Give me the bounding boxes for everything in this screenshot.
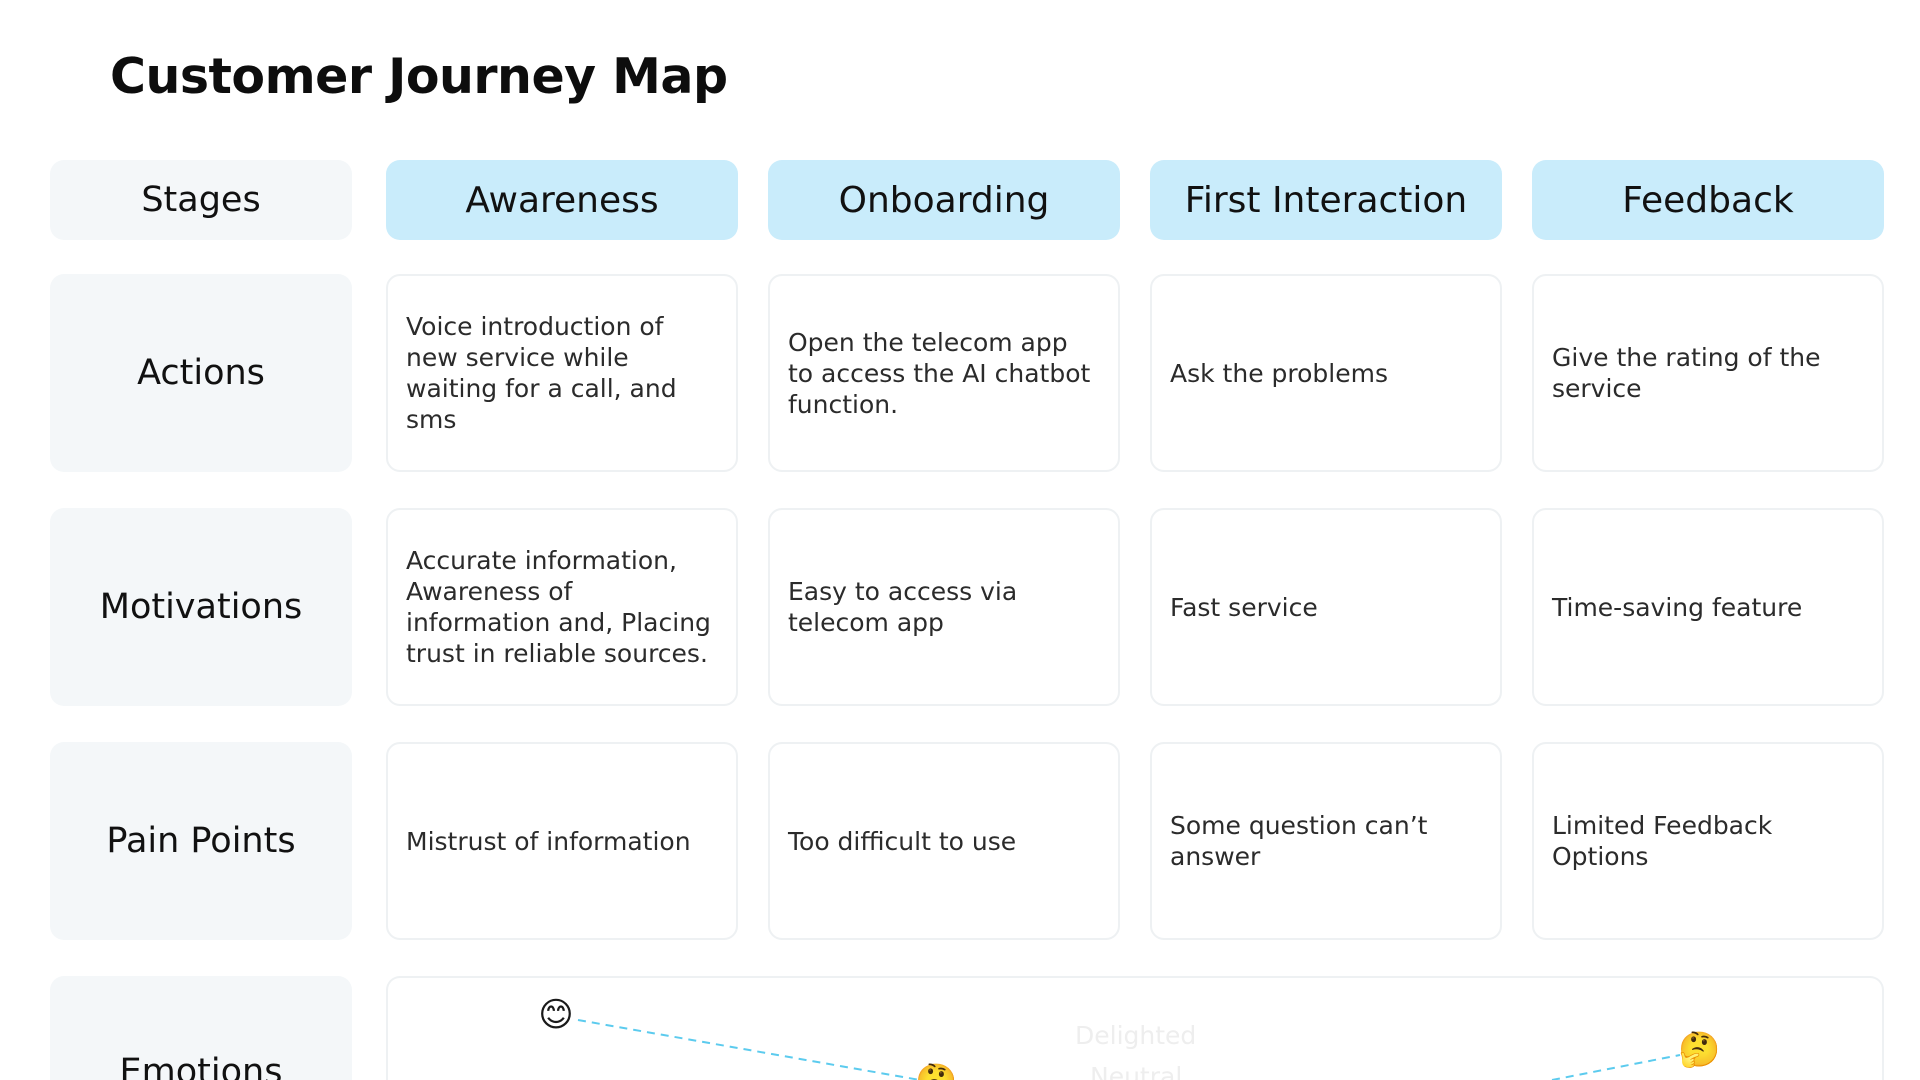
emotions-chart-area	[386, 976, 1884, 1080]
stage-header-feedback: Feedback	[1532, 160, 1884, 240]
motivations-cell-awareness: Accurate information, Awareness of infor…	[386, 508, 738, 706]
stage-header-first-interaction: First Interaction	[1150, 160, 1502, 240]
emotion-point-onboarding-emoji: 🤔	[915, 1062, 957, 1080]
stage-header-awareness: Awareness	[386, 160, 738, 240]
pain-points-cell-awareness: Mistrust of information	[386, 742, 738, 940]
emotion-scale-delighted: Delighted	[1075, 1021, 1197, 1050]
row-label-pain-points: Pain Points	[50, 742, 352, 940]
row-label-emotions: Emotions	[50, 976, 352, 1080]
row-label-motivations: Motivations	[50, 508, 352, 706]
emotion-point-awareness-emoji: 😊	[538, 995, 574, 1035]
actions-cell-onboarding: Open the telecom app to access the AI ch…	[768, 274, 1120, 472]
emotion-scale-neutral: Neutral	[1090, 1062, 1183, 1080]
pain-points-cell-onboarding: Too difficult to use	[768, 742, 1120, 940]
motivations-cell-first-interaction: Fast service	[1150, 508, 1502, 706]
actions-cell-first-interaction: Ask the problems	[1150, 274, 1502, 472]
stages-label: Stages	[50, 160, 352, 240]
emotion-line-first-interaction-feedback	[1551, 1054, 1681, 1080]
motivations-cell-feedback: Time-saving feature	[1532, 508, 1884, 706]
emotion-point-feedback-emoji: 🤔	[1678, 1030, 1721, 1070]
motivations-cell-onboarding: Easy to access via telecom app	[768, 508, 1120, 706]
pain-points-cell-feedback: Limited Feedback Options	[1532, 742, 1884, 940]
actions-cell-awareness: Voice introduction of new service while …	[386, 274, 738, 472]
actions-cell-feedback: Give the rating of the service	[1532, 274, 1884, 472]
row-label-actions: Actions	[50, 274, 352, 472]
stage-header-onboarding: Onboarding	[768, 160, 1120, 240]
page-title: Customer Journey Map	[110, 48, 728, 105]
emotion-line-awareness-onboarding	[577, 1019, 921, 1080]
pain-points-cell-first-interaction: Some question can’t answer	[1150, 742, 1502, 940]
